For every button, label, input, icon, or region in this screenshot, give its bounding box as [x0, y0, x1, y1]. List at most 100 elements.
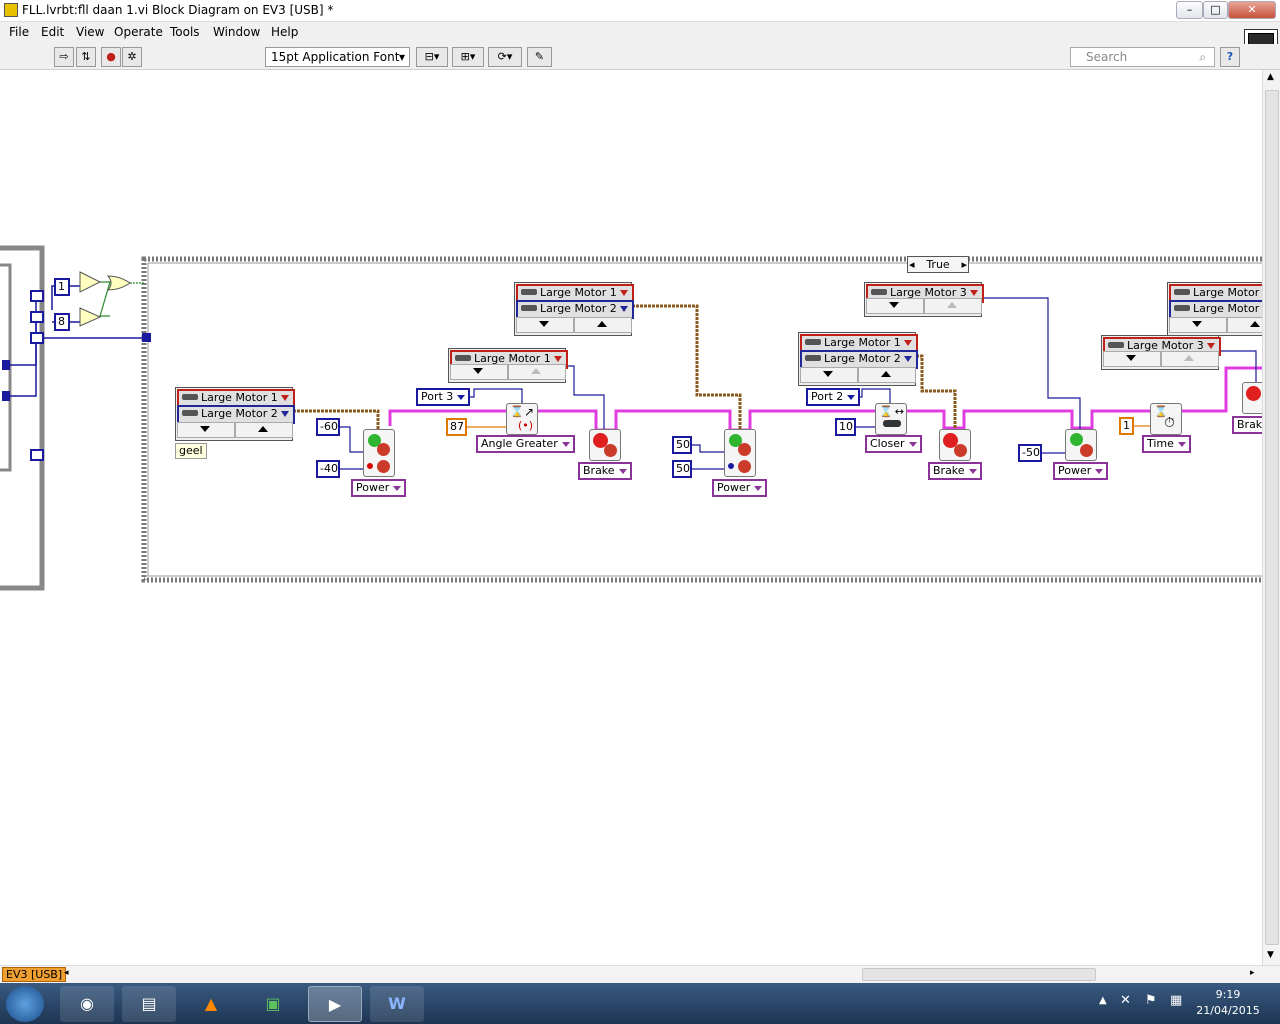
minimize-button[interactable]: –: [1176, 1, 1203, 19]
labview-icon[interactable]: ▶: [308, 986, 362, 1022]
power-b-constant[interactable]: 50: [672, 460, 692, 478]
power-a-constant[interactable]: -60: [316, 418, 340, 436]
horizontal-scrollbar[interactable]: EV3 [USB] ◂ ▸: [0, 965, 1280, 983]
abort-icon[interactable]: ●: [101, 47, 121, 67]
motor-power-node-2[interactable]: [724, 429, 756, 477]
motor-row[interactable]: Large Motor 1: [177, 389, 295, 408]
search-input[interactable]: Search⌕: [1070, 47, 1215, 67]
mode-selector-power-3[interactable]: Power: [1053, 462, 1109, 480]
menu-edit[interactable]: Edit: [41, 25, 65, 39]
block-diagram-canvas[interactable]: 1 8 ◂ True ▸ Large Motor 1 Large Motor 2…: [0, 70, 1262, 965]
motor-brake-node-1[interactable]: [589, 429, 621, 461]
run-arrow-icon[interactable]: ⇨: [54, 47, 74, 67]
mode-selector-angle[interactable]: Angle Greater: [476, 435, 575, 453]
arrow-up-button[interactable]: [924, 298, 982, 314]
mode-selector-power-2[interactable]: Power: [712, 479, 768, 497]
distance-constant[interactable]: 10: [835, 418, 856, 436]
menu-window[interactable]: Window: [213, 25, 261, 39]
mode-selector-brake-2[interactable]: Brake: [928, 462, 982, 480]
menu-operate[interactable]: Operate: [114, 25, 163, 39]
firefox-icon[interactable]: ◉: [60, 986, 114, 1022]
scroll-thumb-horizontal[interactable]: [862, 968, 1096, 981]
highlight-execution-icon[interactable]: ✲: [122, 47, 142, 67]
motor-brake-node-3[interactable]: [1242, 382, 1262, 414]
motor-port-selector-7[interactable]: Large Motor Large Motor: [1167, 282, 1262, 336]
mode-selector-brake-1[interactable]: Brake: [578, 462, 632, 480]
arrow-down-button[interactable]: [800, 367, 858, 383]
arrow-down-button[interactable]: [450, 364, 508, 380]
constant-1[interactable]: 1: [54, 278, 70, 296]
clock-date[interactable]: 21/04/2015: [1196, 1004, 1260, 1017]
motor-port-selector-2[interactable]: Large Motor 1: [448, 348, 568, 383]
mode-selector-power[interactable]: Power: [351, 479, 407, 497]
project-icon[interactable]: ▣: [265, 994, 281, 1013]
menu-view[interactable]: View: [76, 25, 105, 39]
word-icon[interactable]: W: [370, 986, 424, 1022]
align-icon[interactable]: ⊟▾: [416, 47, 448, 67]
vertical-scrollbar[interactable]: ▲ ▼: [1262, 70, 1280, 965]
wait-ultrasonic-node[interactable]: ⌛ ↔: [875, 403, 907, 435]
arrow-down-button[interactable]: [516, 317, 574, 333]
arrow-up-button[interactable]: [1161, 351, 1219, 367]
run-continuous-icon[interactable]: ⇅: [76, 47, 96, 67]
motor-power-node[interactable]: [363, 429, 395, 477]
case-selector[interactable]: ◂ True ▸: [907, 256, 969, 273]
motor-port-selector-5[interactable]: Large Motor 3: [864, 282, 984, 317]
mode-selector-time[interactable]: Time: [1142, 435, 1191, 453]
motor-port-selector-1[interactable]: Large Motor 1 Large Motor 2: [175, 387, 295, 441]
help-button[interactable]: ?: [1220, 47, 1240, 67]
explorer-icon[interactable]: ▤: [122, 986, 176, 1022]
arrow-up-button[interactable]: [858, 367, 916, 383]
port-selector-2[interactable]: Port 2: [806, 388, 861, 406]
network-icon[interactable]: ▦: [1170, 993, 1183, 1008]
start-button[interactable]: [6, 986, 44, 1022]
power-b-constant[interactable]: -40: [316, 460, 340, 478]
arrow-up-button[interactable]: [1227, 317, 1262, 333]
tray-arrow-icon[interactable]: ▲: [1099, 995, 1107, 1006]
scroll-thumb-vertical[interactable]: [1265, 90, 1279, 945]
port-selector-3[interactable]: Port 3: [416, 388, 471, 406]
arrow-down-button[interactable]: [177, 422, 235, 438]
arrow-up-button[interactable]: [235, 422, 293, 438]
motor-port-selector-6[interactable]: Large Motor 3: [1101, 335, 1221, 370]
scroll-left-icon[interactable]: ◂: [64, 968, 69, 978]
vlc-icon[interactable]: ▲: [204, 994, 218, 1013]
case-next-icon[interactable]: ▸: [961, 258, 967, 271]
mode-label: Power: [717, 481, 751, 494]
cleanup-icon[interactable]: ✎: [527, 47, 552, 67]
motor-brake-node-2[interactable]: [939, 429, 971, 461]
distribute-icon[interactable]: ⊞▾: [452, 47, 484, 67]
motor-row[interactable]: Large Motor 2: [516, 300, 634, 319]
scroll-down-icon[interactable]: ▼: [1267, 950, 1274, 960]
arrow-down-button[interactable]: [866, 298, 924, 314]
menu-tools[interactable]: Tools: [170, 25, 200, 39]
font-selector[interactable]: 15pt Application Font▾: [265, 47, 410, 67]
arrow-down-button[interactable]: [1103, 351, 1161, 367]
constant-8[interactable]: 8: [54, 313, 70, 331]
motor-power-node-3[interactable]: [1065, 429, 1097, 461]
case-prev-icon[interactable]: ◂: [909, 258, 915, 271]
wait-gyro-node[interactable]: ⌛ ↗ (•): [506, 403, 538, 435]
clock-time[interactable]: 9:19: [1215, 988, 1241, 1001]
power-constant[interactable]: -50: [1018, 444, 1042, 462]
arrow-down-button[interactable]: [1169, 317, 1227, 333]
scroll-right-icon[interactable]: ▸: [1250, 968, 1255, 978]
arrow-up-button[interactable]: [508, 364, 566, 380]
arrow-up-button[interactable]: [574, 317, 632, 333]
menu-file[interactable]: File: [9, 25, 30, 39]
mode-selector-brake-3[interactable]: Brake: [1232, 416, 1262, 434]
power-a-constant[interactable]: 50: [672, 436, 692, 454]
close-button[interactable]: ✕: [1228, 1, 1276, 19]
angle-threshold-constant[interactable]: 87: [446, 418, 467, 436]
time-constant[interactable]: 1: [1119, 417, 1134, 435]
flag-icon[interactable]: ⚑: [1145, 993, 1157, 1008]
mode-selector-closer[interactable]: Closer: [865, 435, 922, 453]
menu-help[interactable]: Help: [271, 25, 299, 39]
scroll-up-icon[interactable]: ▲: [1267, 72, 1274, 82]
maximize-button[interactable]: □: [1203, 1, 1228, 19]
motor-port-selector-4[interactable]: Large Motor 1 Large Motor 2: [798, 332, 918, 386]
wait-time-node[interactable]: ⌛ ⏱: [1150, 403, 1182, 435]
volume-icon[interactable]: ✕: [1120, 993, 1131, 1008]
motor-port-selector-3[interactable]: Large Motor 1 Large Motor 2: [514, 282, 634, 336]
reorder-icon[interactable]: ⟳▾: [488, 47, 522, 67]
